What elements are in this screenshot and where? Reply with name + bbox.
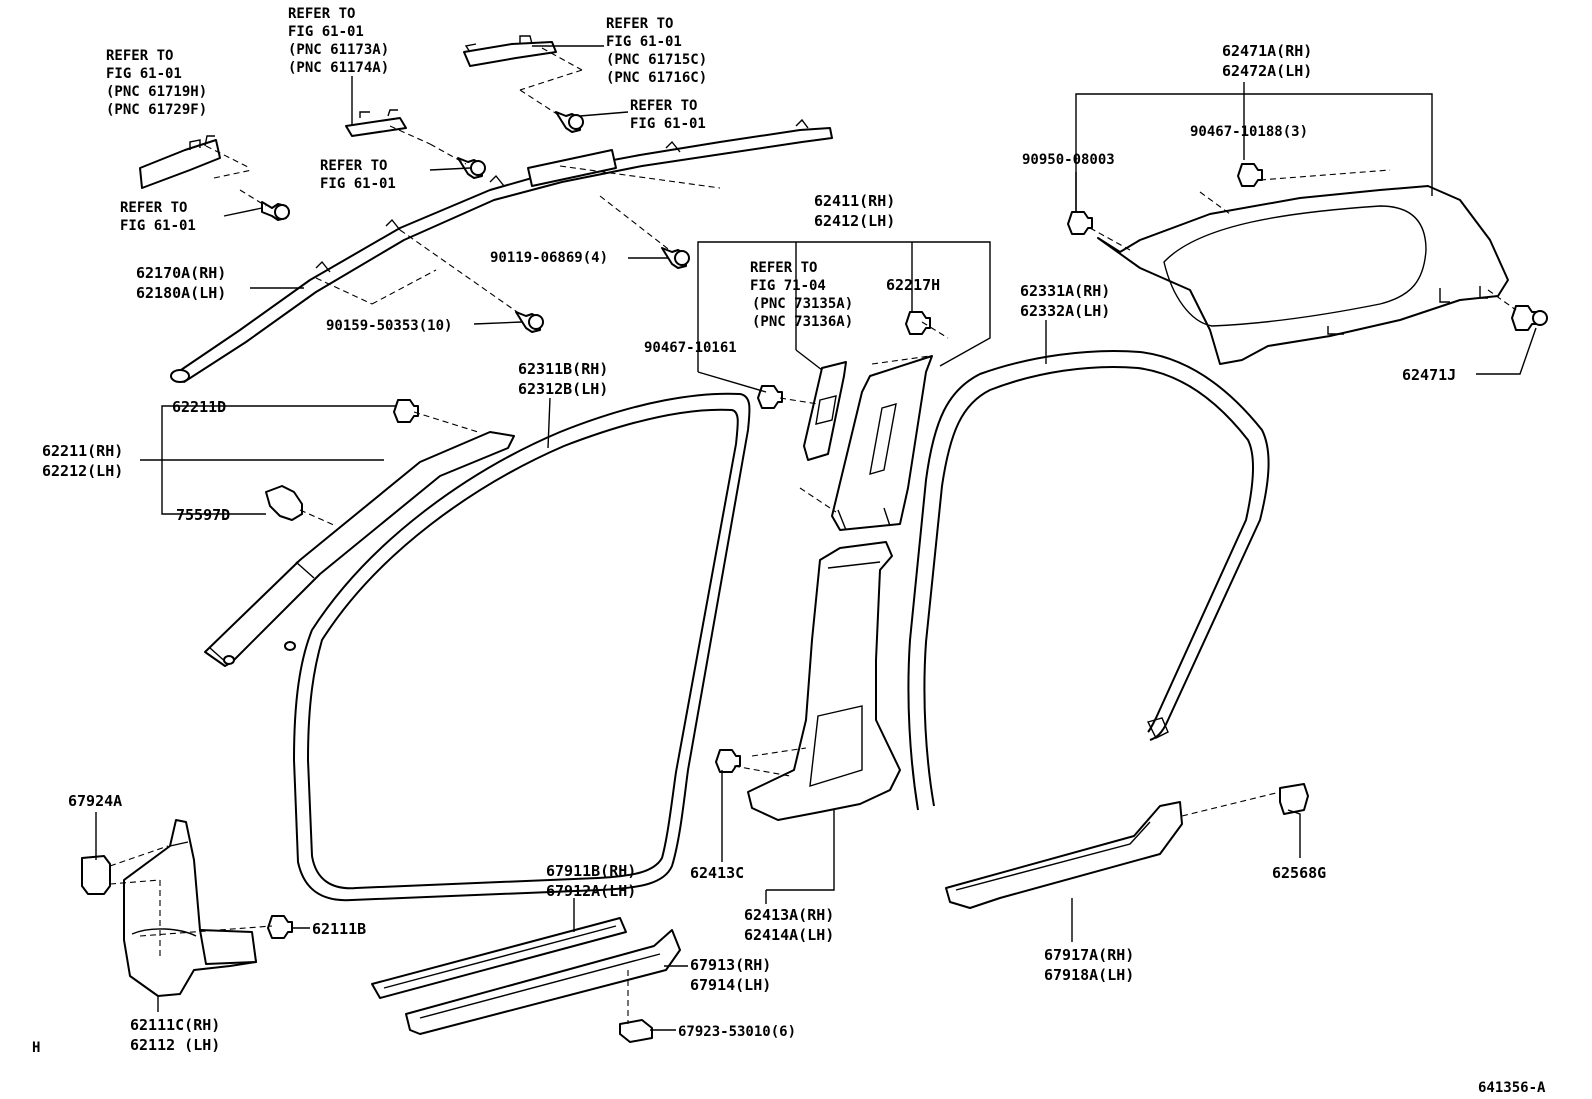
label-90950: 90950-08003 [1022, 152, 1115, 168]
clip-67924A [81, 855, 111, 895]
ref-61715c-line1: REFER TO [606, 16, 673, 32]
label-62471a: 62471A(RH) [1222, 42, 1312, 60]
seatbelt-adjuster-73135A [803, 361, 847, 461]
bracket-61715C [463, 35, 557, 67]
label-62411: 62411(RH) [814, 192, 895, 210]
clip-62217H [905, 311, 931, 335]
label-67923: 67923-53010(6) [678, 1024, 796, 1040]
ref-61715c-line2: FIG 61-01 [606, 34, 682, 50]
label-62111b: 62111B [312, 920, 366, 938]
bolt-90159 [515, 311, 544, 333]
ref-screw-left-line2: FIG 61-01 [120, 218, 196, 234]
bolt-90119 [661, 247, 690, 269]
label-62332a: 62332A(LH) [1020, 302, 1110, 320]
front-pillar-garnish [204, 431, 515, 667]
screw-61-01-left [261, 201, 290, 221]
front-door-sill-inner [405, 929, 681, 1035]
clip-62471J [1511, 305, 1548, 331]
clip-75597D [265, 485, 303, 521]
ref-73135a-line2: FIG 71-04 [750, 278, 826, 294]
label-62471j: 62471J [1402, 366, 1456, 384]
roof-side-inner-garnish [1097, 185, 1509, 365]
label-62414a: 62414A(LH) [744, 926, 834, 944]
ref-61715c-line4: (PNC 61716C) [606, 70, 707, 86]
label-90467-10161: 90467-10161 [644, 340, 737, 356]
ref-61719h-line4: (PNC 61729F) [106, 102, 207, 118]
label-67924a: 67924A [68, 792, 122, 810]
ref-screw-right-line2: FIG 61-01 [630, 116, 706, 132]
label-67918a: 67918A(LH) [1044, 966, 1134, 984]
label-90119: 90119-06869(4) [490, 250, 608, 266]
label-67911b: 67911B(RH) [546, 862, 636, 880]
label-62212: 62212(LH) [42, 462, 123, 480]
label-75597d: 75597D [176, 506, 230, 524]
label-62472a: 62472A(LH) [1222, 62, 1312, 80]
label-90467-10188: 90467-10188(3) [1190, 124, 1308, 140]
ref-61173a-line3: (PNC 61173A) [288, 42, 389, 58]
front-door-weatherstrip [293, 392, 751, 902]
bracket-61719H [139, 135, 221, 189]
label-62311b: 62311B(RH) [518, 360, 608, 378]
label-62170a: 62170A(RH) [136, 264, 226, 282]
label-62211d: 62211D [172, 398, 226, 416]
screw-61-01-right [555, 111, 584, 133]
label-62211: 62211(RH) [42, 442, 123, 460]
clip-62413C [715, 749, 741, 773]
clip-90950 [1067, 211, 1093, 235]
label-62412: 62412(LH) [814, 212, 895, 230]
cowl-side-trim [123, 819, 257, 997]
leader-lines [109, 47, 1517, 1024]
ref-61173a-line1: REFER TO [288, 6, 355, 22]
clip-90467-10161 [757, 385, 783, 409]
clip-62568G [1279, 783, 1309, 815]
callout-labels: REFER TO FIG 61-01 (PNC 61719H) (PNC 617… [32, 6, 1546, 1096]
ref-73135a-line3: (PNC 73135A) [752, 296, 853, 312]
ref-73135a-line4: (PNC 73136A) [752, 314, 853, 330]
clip-67923 [619, 1019, 653, 1043]
label-67914: 67914(LH) [690, 976, 771, 994]
ref-screw-mid-line2: FIG 61-01 [320, 176, 396, 192]
label-67912a: 67912A(LH) [546, 882, 636, 900]
ref-61173a-line2: FIG 61-01 [288, 24, 364, 40]
bracket-61173A [345, 109, 407, 137]
clip-90467-10188 [1237, 163, 1263, 187]
label-67913: 67913(RH) [690, 956, 771, 974]
label-62217h: 62217H [886, 276, 940, 294]
front-scuff-plate [371, 917, 627, 999]
label-62413c: 62413C [690, 864, 744, 882]
label-62568g: 62568G [1272, 864, 1326, 882]
center-pillar-lower-garnish [747, 541, 901, 821]
label-62111c: 62111C(RH) [130, 1016, 220, 1034]
rear-scuff-plate [945, 801, 1183, 909]
ref-61715c-line3: (PNC 61715C) [606, 52, 707, 68]
ref-screw-right-line1: REFER TO [630, 98, 697, 114]
ref-screw-left-line1: REFER TO [120, 200, 187, 216]
label-62180a: 62180A(LH) [136, 284, 226, 302]
ref-73135a-line1: REFER TO [750, 260, 817, 276]
ref-screw-mid-line1: REFER TO [320, 158, 387, 174]
ref-61719h-line2: FIG 61-01 [106, 66, 182, 82]
corner-mark: H [32, 1040, 40, 1056]
clip-62111B [267, 915, 293, 939]
ref-61719h-line1: REFER TO [106, 48, 173, 64]
center-pillar-upper-garnish [831, 355, 933, 531]
callout-lines [95, 45, 1537, 1031]
label-62413a: 62413A(RH) [744, 906, 834, 924]
label-67917a: 67917A(RH) [1044, 946, 1134, 964]
figure-number: 641356-A [1478, 1080, 1546, 1096]
label-90159: 90159-50353(10) [326, 318, 452, 334]
label-62112: 62112 (LH) [130, 1036, 220, 1054]
rear-door-weatherstrip [907, 349, 1270, 811]
ref-61173a-line4: (PNC 61174A) [288, 60, 389, 76]
label-62312b: 62312B(LH) [518, 380, 608, 398]
clip-62211D [393, 399, 419, 423]
label-62331a: 62331A(RH) [1020, 282, 1110, 300]
ref-61719h-line3: (PNC 61719H) [106, 84, 207, 100]
